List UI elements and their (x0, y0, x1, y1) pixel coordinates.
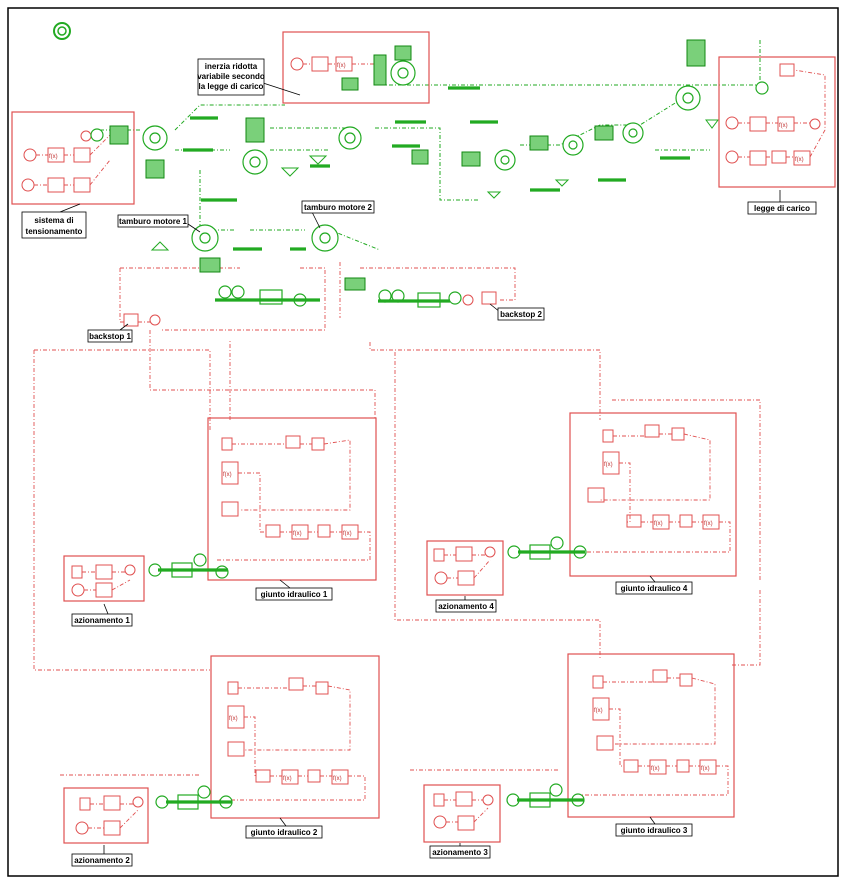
pulley-2 (243, 118, 267, 174)
logo-icon (54, 23, 70, 39)
tamburo1-text: tamburo motore 1 (119, 217, 188, 226)
drum-motor-2 (312, 225, 338, 251)
label-inerzia: inerzia ridotta variabile secondo la leg… (197, 59, 300, 95)
inerzia-line-1: inerzia ridotta (205, 62, 258, 71)
label-legge: legge di carico (748, 190, 816, 214)
legge-blocks (726, 64, 825, 165)
azionamento1-blocks (72, 554, 228, 597)
label-backstop-2: backstop 2 (490, 304, 544, 320)
pulley-4 (391, 46, 415, 85)
fx-label: f(x) (654, 521, 663, 527)
giunto1-blocks (215, 436, 370, 560)
label-azionamento-4: azionamento 4 (436, 596, 496, 612)
azionamento2-text: azionamento 2 (74, 856, 130, 865)
fx-label: f(x) (795, 157, 804, 163)
pulley-6 (495, 150, 515, 170)
fx-label: f(x) (283, 776, 292, 782)
tamburo2-text: tamburo motore 2 (304, 203, 373, 212)
azionamento1-text: azionamento 1 (74, 616, 130, 625)
azionamento3-blocks (410, 770, 584, 830)
giunto3-text: giunto idraulico 3 (621, 826, 688, 835)
pulley-1 (143, 126, 167, 178)
fx-label: f(x) (594, 708, 603, 714)
giunto1-text: giunto idraulico 1 (261, 590, 328, 599)
giunto2-text: giunto idraulico 2 (251, 828, 318, 837)
fx-label: f(x) (704, 521, 713, 527)
fx-label: f(x) (49, 154, 58, 160)
fx-label: f(x) (223, 472, 232, 478)
azionamento4-blocks (434, 537, 586, 585)
inerzia-blocks (291, 55, 386, 85)
azionamento2-blocks (60, 775, 232, 835)
label-giunto-2: giunto idraulico 2 (246, 818, 322, 838)
tensionamento-line-1: sistema di (34, 216, 73, 225)
fx-label: f(x) (343, 531, 352, 537)
label-tamburo-2: tamburo motore 2 (302, 201, 374, 228)
fx-label: f(x) (604, 462, 613, 468)
label-giunto-3: giunto idraulico 3 (616, 817, 692, 836)
fx-label: f(x) (333, 776, 342, 782)
label-giunto-1: giunto idraulico 1 (256, 580, 332, 600)
backstop2-text: backstop 2 (500, 310, 542, 319)
giunto4-blocks (575, 425, 730, 552)
fx-label: f(x) (701, 766, 710, 772)
label-tamburo-1: tamburo motore 1 (118, 215, 200, 232)
backstop1-text: backstop 1 (89, 332, 131, 341)
tensionamento-line-2: tensionamento (26, 227, 83, 236)
label-azionamento-2: azionamento 2 (72, 845, 132, 866)
label-giunto-4: giunto idraulico 4 (616, 576, 692, 594)
fx-label: f(x) (229, 716, 238, 722)
pulley-5 (676, 40, 705, 110)
legge-text: legge di carico (754, 204, 810, 213)
pulley-7 (563, 135, 583, 155)
fx-label: f(x) (779, 123, 788, 129)
tensionamento-blocks (22, 126, 128, 192)
azionamento3-text: azionamento 3 (432, 848, 488, 857)
inerzia-line-3: la legge di carico (199, 82, 264, 91)
inerzia-line-2: variabile secondo (197, 72, 265, 81)
diagram-border (8, 8, 838, 876)
fx-label: f(x) (293, 531, 302, 537)
fx-label: f(x) (651, 766, 660, 772)
label-azionamento-3: azionamento 3 (430, 843, 490, 858)
pulley-8 (623, 123, 643, 143)
pulley-3 (339, 127, 361, 149)
backstop2-blocks (345, 278, 496, 307)
mech-path-mid (175, 128, 480, 200)
label-azionamento-1: azionamento 1 (72, 604, 132, 626)
fx-label: f(x) (337, 63, 346, 69)
label-tensionamento: sistema di tensionamento (22, 204, 86, 238)
giunto4-text: giunto idraulico 4 (621, 584, 688, 593)
azionamento4-text: azionamento 4 (438, 602, 494, 611)
label-backstop-1: backstop 1 (88, 324, 132, 342)
giunto3-blocks (575, 670, 728, 795)
